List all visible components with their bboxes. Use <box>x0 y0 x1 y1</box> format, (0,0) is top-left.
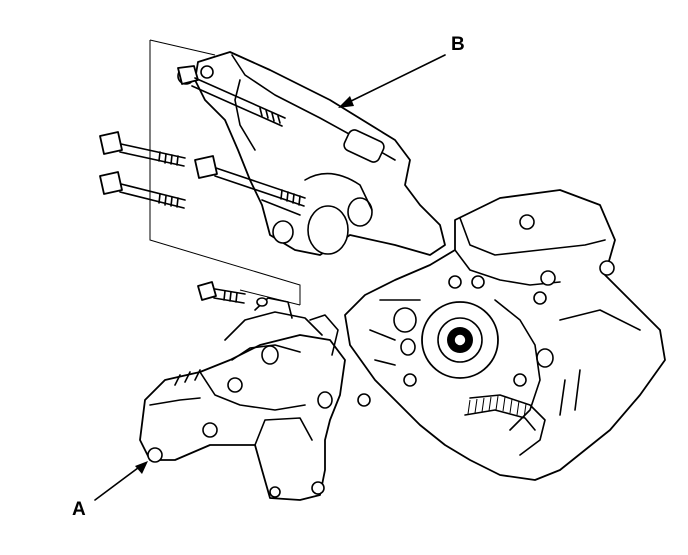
bolt-3 <box>194 155 306 207</box>
callout-label-b: B <box>451 34 465 55</box>
bracket-a <box>139 297 346 501</box>
assembly-guide-lines <box>149 39 301 306</box>
bolt-2 <box>99 171 186 209</box>
bracket-b <box>177 51 446 256</box>
callout-label-a: A <box>72 499 86 520</box>
long-bolt-upper <box>177 65 286 127</box>
engine-block <box>344 189 666 481</box>
bolt-4 <box>197 281 246 304</box>
leader-arrow-b <box>338 54 446 108</box>
leader-arrow-a <box>94 461 148 501</box>
bolt-1 <box>99 131 186 167</box>
